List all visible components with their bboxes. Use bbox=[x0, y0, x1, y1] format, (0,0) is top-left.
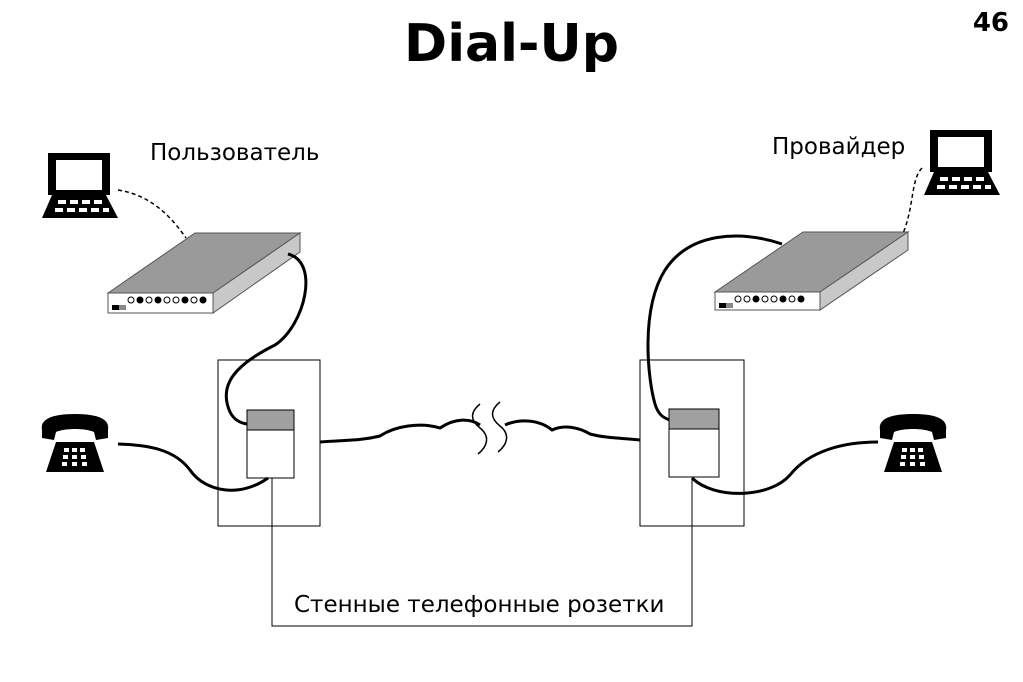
right-wall-socket bbox=[668, 408, 720, 478]
left-wall-socket bbox=[246, 409, 295, 479]
line-break-icon bbox=[471, 401, 508, 455]
provider-modem-icon bbox=[713, 231, 910, 311]
provider-label: Провайдер bbox=[772, 134, 906, 160]
left-telephone-icon bbox=[41, 414, 109, 472]
user-modem-icon bbox=[106, 232, 302, 314]
provider-computer-icon bbox=[924, 130, 1000, 195]
page-number: 46 bbox=[972, 8, 1009, 38]
wall-sockets-bracket bbox=[271, 478, 693, 627]
wall-sockets-label: Стенные телефонные розетки bbox=[294, 592, 665, 618]
slide-title: Dial-Up bbox=[404, 14, 619, 74]
user-label: Пользователь bbox=[150, 140, 320, 166]
user-computer-icon bbox=[42, 153, 118, 218]
right-telephone-icon bbox=[879, 414, 947, 472]
